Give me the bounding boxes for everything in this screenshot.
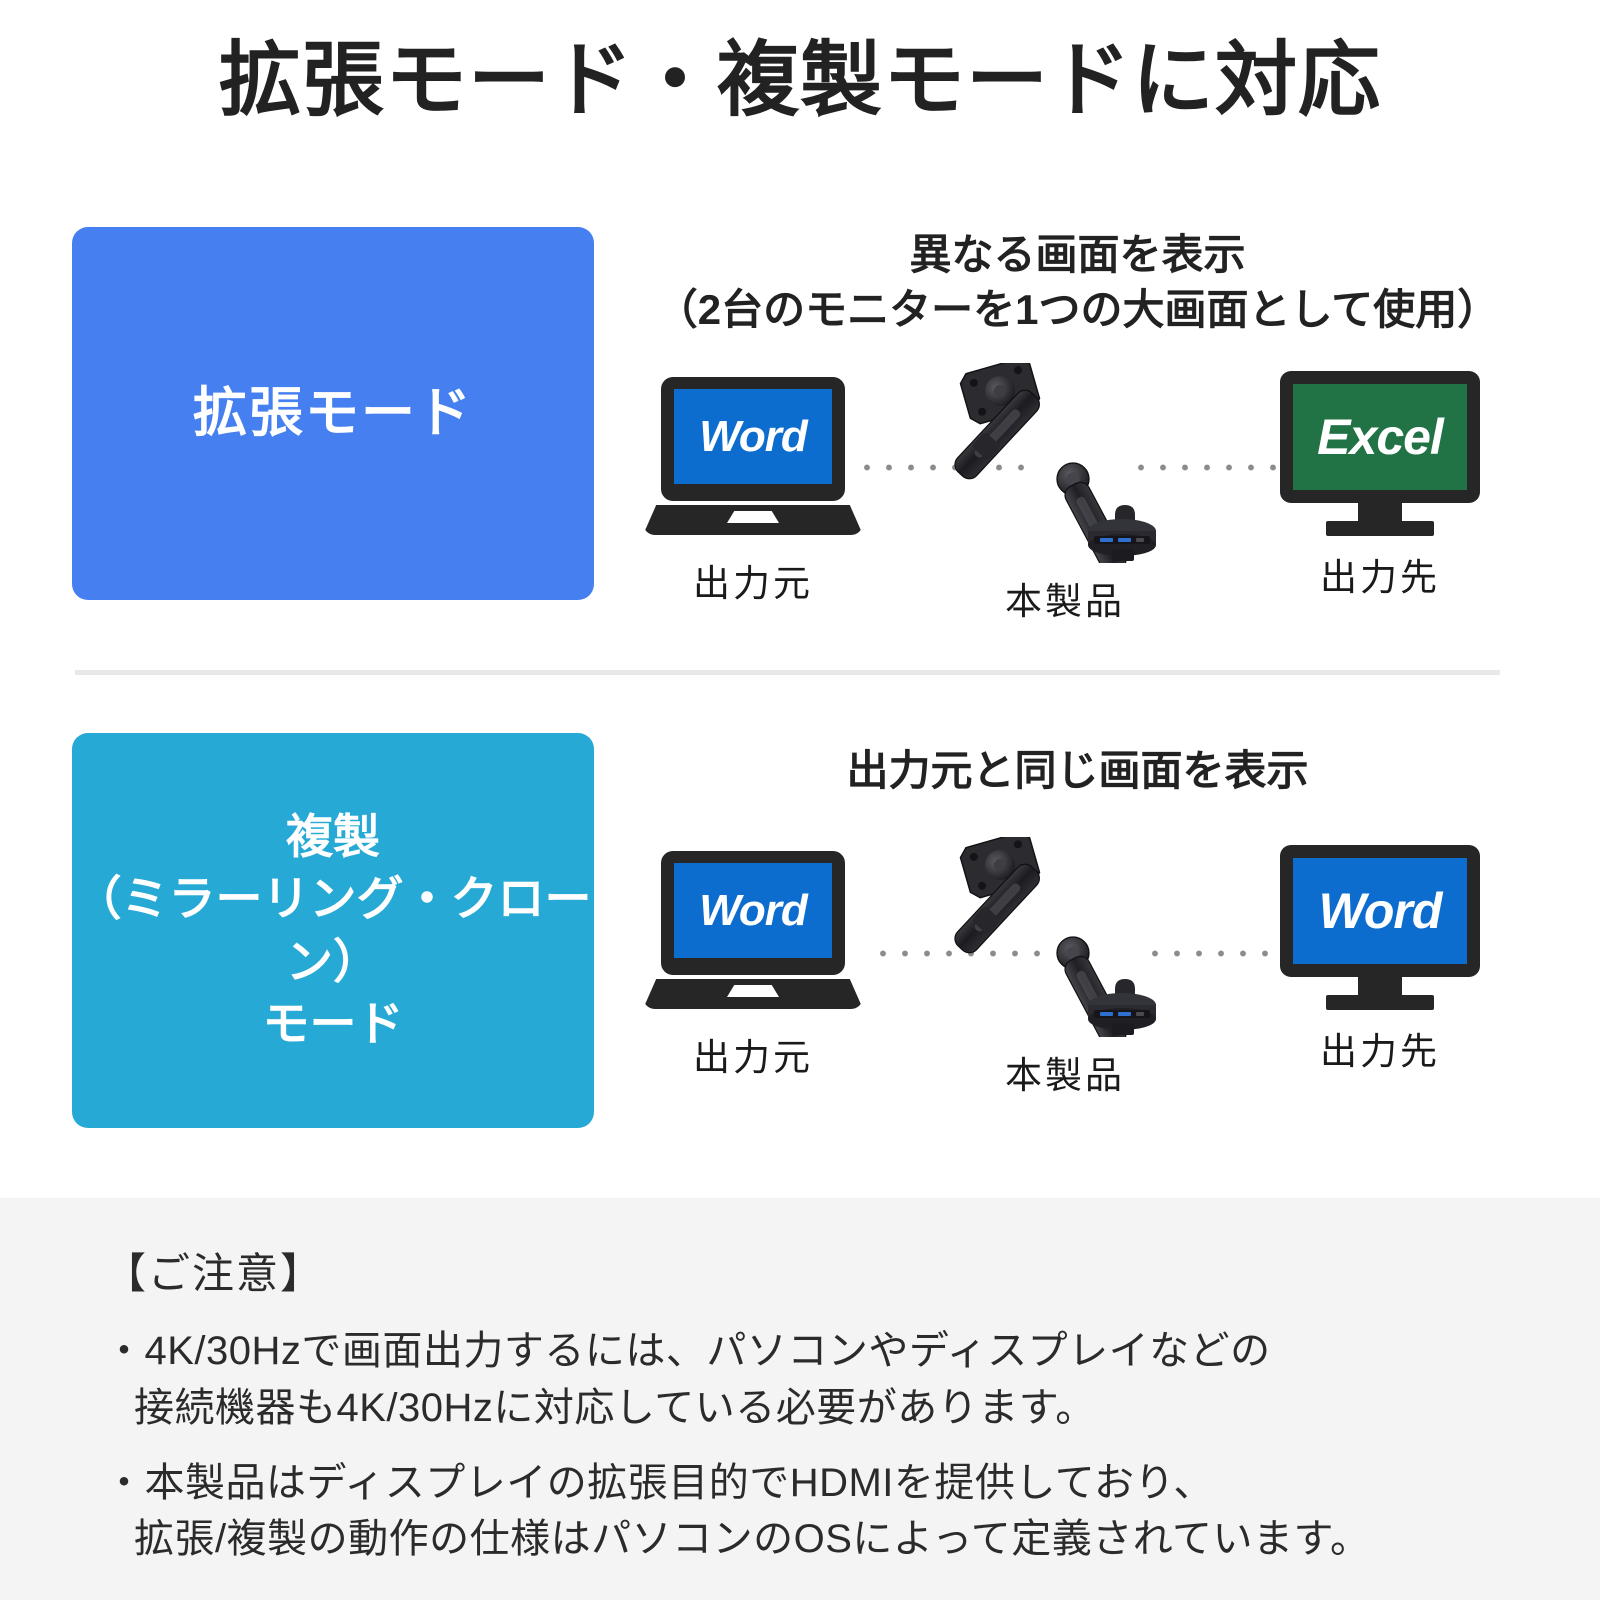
- laptop-icon: Word: [643, 851, 863, 1019]
- notes-section: 【ご注意】 ・4K/30Hzで画面出力するには、パソコンやディスプレイなどの 接…: [0, 1198, 1600, 1600]
- laptop-screen: Word: [674, 389, 832, 484]
- connector-dots-left: [872, 949, 1054, 958]
- device-label-destination: 出力先: [1320, 557, 1440, 598]
- mode-badge-extend: 拡張モード: [72, 227, 594, 600]
- device-label-source: 出力元: [693, 563, 813, 604]
- monitor-arm-svg: [954, 363, 1156, 563]
- mode-badge-mirror-line-1: 複製: [286, 810, 380, 864]
- monitor-foot: [1326, 995, 1434, 1010]
- mode-badge-mirror-line-2: （ミラーリング・クローン）: [74, 872, 592, 988]
- note-line: ・本製品はディスプレイの拡張目的でHDMIを提供しており、: [104, 1460, 1214, 1505]
- section-divider: [75, 670, 1500, 675]
- laptop-screen: Word: [674, 863, 832, 958]
- device-product-mirror: 本製品: [940, 837, 1190, 1099]
- monitor-screen: Word: [1293, 858, 1467, 964]
- device-label-product: 本製品: [1005, 581, 1125, 622]
- device-flow-extend: Word 出力元: [610, 363, 1545, 622]
- laptop-lid: Word: [661, 377, 845, 501]
- monitor-icon: Word: [1275, 845, 1485, 1013]
- monitor-screen: Excel: [1293, 384, 1467, 490]
- note-item: ・4K/30Hzで画面出力するには、パソコンやディスプレイなどの 接続機器も4K…: [104, 1323, 1600, 1437]
- monitor-bezel: Excel: [1280, 371, 1480, 503]
- connector-dots-right: [1144, 949, 1306, 958]
- app-label-excel: Excel: [1317, 409, 1444, 465]
- monitor-bezel: Word: [1280, 845, 1480, 977]
- mode-row-mirror: 複製 （ミラーリング・クローン） モード 出力元と同じ画面を表示 Word 出力…: [0, 715, 1600, 1145]
- laptop-trackpad-notch: [727, 985, 779, 997]
- device-source-mirror: Word 出力元: [628, 851, 878, 1081]
- laptop-trackpad-notch: [727, 511, 779, 523]
- notes-title: 【ご注意】: [104, 1250, 325, 1297]
- device-flow-mirror: Word 出力元: [610, 837, 1545, 1096]
- monitor-neck: [1358, 501, 1402, 523]
- laptop-lid: Word: [661, 851, 845, 975]
- monitor-icon: Excel: [1275, 371, 1485, 539]
- mode-badge-mirror-line-3: モード: [262, 996, 404, 1050]
- device-source-extend: Word 出力元: [628, 377, 878, 607]
- mode-badge-mirror: 複製 （ミラーリング・クローン） モード: [72, 733, 594, 1128]
- app-label-word: Word: [699, 411, 808, 461]
- note-line: 接続機器も4K/30Hzに対応している必要があります。: [134, 1385, 1096, 1430]
- mode-heading-extend-line-2: （2台のモニターを1つの大画面として使用）: [655, 286, 1500, 334]
- note-line: 拡張/複製の動作の仕様はパソコンのOSによって定義されています。: [134, 1517, 1371, 1562]
- mode-badge-extend-line-1: 拡張モード: [193, 382, 473, 443]
- mode-heading-mirror: 出力元と同じ画面を表示: [610, 743, 1545, 798]
- app-label-word: Word: [1318, 883, 1443, 939]
- monitor-arm-svg: [954, 837, 1156, 1037]
- monitor-foot: [1326, 521, 1434, 536]
- monitor-arm-icon: [940, 363, 1190, 563]
- connector-dots-right: [1130, 463, 1290, 472]
- device-label-product: 本製品: [1005, 1055, 1125, 1096]
- device-destination-mirror: Word 出力先: [1255, 845, 1505, 1075]
- laptop-icon: Word: [643, 377, 863, 545]
- page-title: 拡張モード・複製モードに対応: [218, 35, 1381, 126]
- note-line: ・4K/30Hzで画面出力するには、パソコンやディスプレイなどの: [104, 1329, 1271, 1373]
- device-label-source: 出力元: [693, 1037, 813, 1078]
- monitor-neck: [1358, 975, 1402, 997]
- mode-heading-mirror-line-1: 出力元と同じ画面を表示: [846, 747, 1309, 794]
- app-label-word: Word: [699, 885, 808, 935]
- mode-heading-extend: 異なる画面を表示 （2台のモニターを1つの大画面として使用）: [610, 227, 1545, 338]
- mode-heading-extend-line-1: 異なる画面を表示: [909, 231, 1246, 278]
- note-item: ・本製品はディスプレイの拡張目的でHDMIを提供しており、 拡張/複製の動作の仕…: [104, 1455, 1600, 1569]
- mode-row-extend: 拡張モード 異なる画面を表示 （2台のモニターを1つの大画面として使用） Wor…: [0, 215, 1600, 645]
- monitor-arm-icon: [940, 837, 1190, 1037]
- device-destination-extend: Excel 出力先: [1255, 371, 1505, 601]
- connector-dots-left: [856, 463, 1036, 472]
- device-product-extend: 本製品: [940, 363, 1190, 625]
- device-label-destination: 出力先: [1320, 1031, 1440, 1072]
